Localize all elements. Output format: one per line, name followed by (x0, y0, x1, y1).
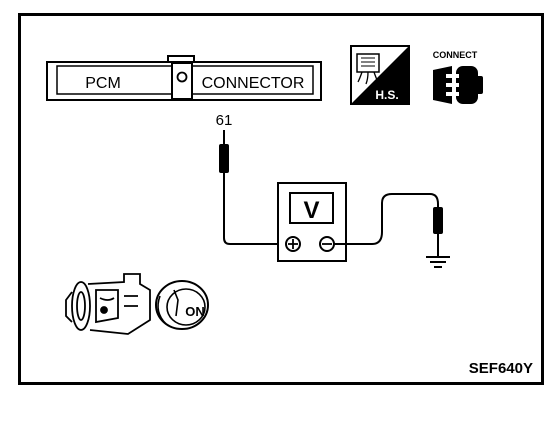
ground-probe (433, 207, 443, 257)
pcm-label: PCM (85, 75, 121, 92)
ignition-on-label: ON (185, 304, 205, 319)
connector-label: CONNECTOR (202, 75, 305, 92)
voltmeter: V (277, 182, 347, 262)
ignition-key-icon: ON (155, 280, 209, 330)
figure-code: SEF640Y (469, 360, 533, 377)
engine-icon (65, 273, 151, 335)
ground-icon (426, 256, 450, 268)
positive-lead-wire (223, 173, 292, 245)
positive-probe (219, 130, 229, 173)
terminal-number: 61 (216, 112, 233, 129)
voltmeter-display (289, 192, 334, 224)
connector-latch-hole (176, 71, 188, 83)
hs-label: H.S. (375, 88, 398, 102)
negative-lead-wire (334, 193, 439, 245)
connector-icon: CONNECT (433, 50, 483, 104)
pcm-connector: PCM CONNECTOR (46, 55, 322, 101)
voltmeter-label: V (303, 197, 319, 224)
connect-label: CONNECT (433, 50, 478, 60)
diagram-frame (18, 13, 544, 385)
harness-side-icon: H.S. (350, 45, 410, 105)
